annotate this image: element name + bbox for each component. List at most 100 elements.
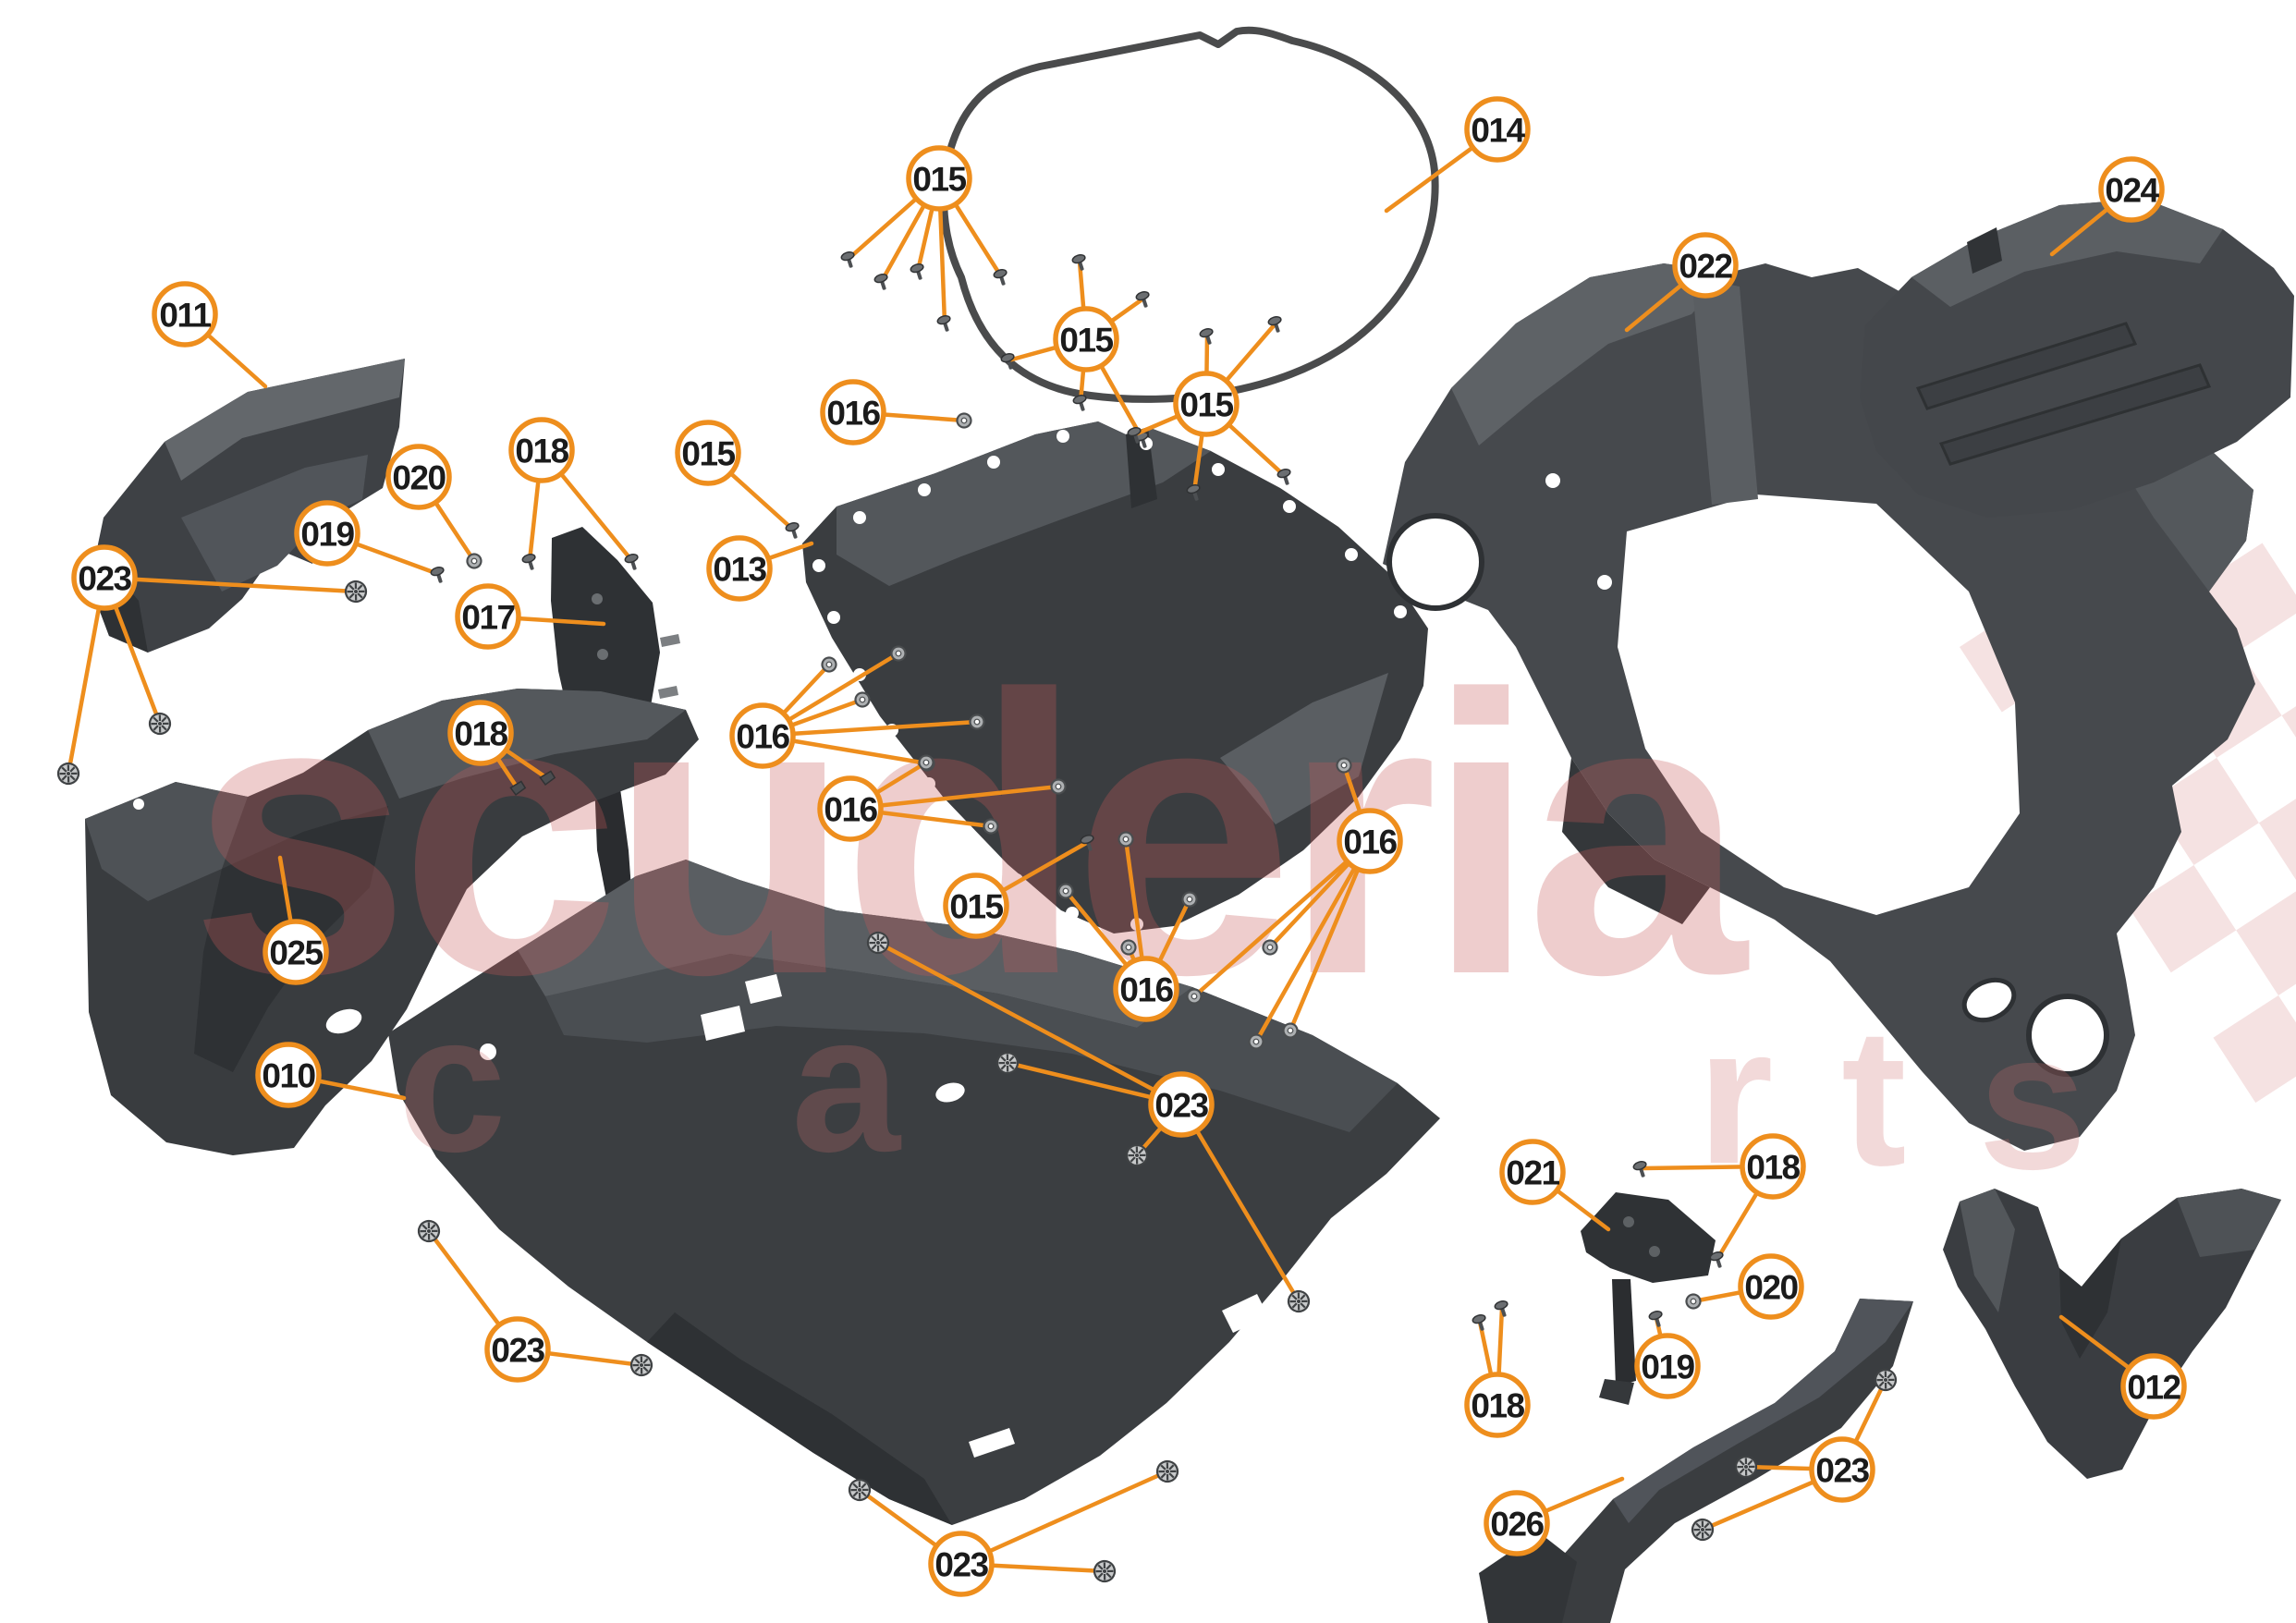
part-011 bbox=[90, 359, 405, 653]
part-021 bbox=[1581, 1192, 1716, 1405]
screw-icon bbox=[1000, 353, 1015, 370]
screw-icon bbox=[1199, 328, 1214, 345]
callout-022-balloon[interactable]: 022 bbox=[1672, 232, 1739, 299]
callout-label: 015 bbox=[949, 887, 1003, 925]
washer-icon bbox=[1117, 831, 1134, 848]
watermark-brand-text: scuderia bbox=[189, 614, 1749, 1057]
callout-018-balloon[interactable]: 018 bbox=[508, 417, 575, 483]
screw-icon bbox=[624, 554, 639, 570]
callout-label: 023 bbox=[1154, 1086, 1208, 1124]
callout-label: 023 bbox=[1815, 1451, 1869, 1489]
star-washer-icon bbox=[56, 762, 80, 786]
callout-013-balloon[interactable]: 013 bbox=[706, 535, 773, 602]
callout-015-balloon[interactable]: 015 bbox=[906, 145, 972, 212]
star-washer-icon bbox=[417, 1219, 441, 1243]
callout-010-balloon[interactable]: 010 bbox=[255, 1042, 322, 1108]
star-washer-icon bbox=[1155, 1459, 1179, 1483]
part-seal-014 bbox=[940, 26, 1439, 403]
washer-icon bbox=[969, 714, 985, 730]
screw-icon bbox=[785, 522, 800, 539]
callout-016-balloon[interactable]: 016 bbox=[1113, 956, 1179, 1022]
star-washer-icon bbox=[1287, 1289, 1311, 1313]
parts-layer bbox=[85, 26, 2294, 1623]
callout-label: 018 bbox=[1471, 1386, 1524, 1424]
callout-016-balloon[interactable]: 016 bbox=[820, 379, 886, 445]
washer-icon bbox=[1685, 1293, 1702, 1310]
part-024 bbox=[1860, 199, 2294, 518]
callout-label: 023 bbox=[491, 1331, 544, 1369]
star-washer-icon bbox=[148, 712, 172, 736]
screw-icon bbox=[1648, 1311, 1663, 1327]
callout-label: 018 bbox=[454, 714, 507, 752]
screw-icon bbox=[840, 251, 855, 268]
part-010 bbox=[388, 860, 1440, 1525]
callout-023-balloon[interactable]: 023 bbox=[928, 1531, 995, 1597]
star-washer-icon bbox=[1734, 1455, 1758, 1479]
callout-019-balloon[interactable]: 019 bbox=[294, 500, 360, 567]
callout-018-balloon[interactable]: 018 bbox=[1464, 1372, 1531, 1438]
callout-label: 010 bbox=[262, 1056, 315, 1094]
washer-icon bbox=[854, 691, 871, 708]
callout-023-balloon[interactable]: 023 bbox=[1809, 1436, 1875, 1503]
callout-label: 017 bbox=[461, 598, 514, 636]
part-026 bbox=[1479, 1299, 1913, 1623]
washer-icon bbox=[918, 754, 934, 771]
callout-020-balloon[interactable]: 020 bbox=[1738, 1253, 1804, 1320]
callout-014-balloon[interactable]: 014 bbox=[1464, 96, 1531, 163]
washer-icon bbox=[1057, 883, 1074, 899]
callout-019-balloon[interactable]: 019 bbox=[1634, 1333, 1701, 1399]
screw-icon bbox=[1267, 316, 1282, 333]
watermark-letter-a: a bbox=[791, 973, 902, 1192]
screw-icon bbox=[1127, 427, 1142, 444]
screw-icon bbox=[1276, 469, 1291, 485]
leader-line bbox=[1191, 838, 1373, 999]
clip-icon bbox=[539, 770, 556, 786]
leader-line bbox=[102, 575, 359, 594]
star-washer-icon bbox=[866, 931, 890, 955]
washer-icon bbox=[821, 656, 837, 673]
screw-icon bbox=[910, 263, 924, 280]
washer-icon bbox=[956, 412, 972, 429]
leader-line bbox=[760, 719, 980, 738]
callout-015-balloon[interactable]: 015 bbox=[1173, 371, 1240, 437]
callout-015-balloon[interactable]: 015 bbox=[675, 420, 741, 486]
watermark-letter-s: s bbox=[1978, 991, 2087, 1210]
callout-020-balloon[interactable]: 020 bbox=[385, 444, 452, 510]
callout-012-balloon[interactable]: 012 bbox=[2120, 1353, 2187, 1420]
washer-icon bbox=[1262, 939, 1278, 956]
leader-line bbox=[848, 784, 1061, 812]
screw-icon bbox=[1472, 1314, 1486, 1331]
callout-label: 019 bbox=[1641, 1348, 1694, 1385]
callout-label: 018 bbox=[1746, 1148, 1800, 1186]
callout-025-balloon[interactable]: 025 bbox=[263, 919, 329, 985]
callout-016-balloon[interactable]: 016 bbox=[729, 702, 796, 769]
star-washer-icon bbox=[995, 1051, 1020, 1075]
callout-label: 021 bbox=[1506, 1153, 1559, 1191]
callout-017-balloon[interactable]: 017 bbox=[455, 583, 521, 650]
callout-023-balloon[interactable]: 023 bbox=[71, 544, 138, 611]
callout-024-balloon[interactable]: 024 bbox=[2098, 156, 2165, 223]
callout-023-balloon[interactable]: 023 bbox=[484, 1316, 551, 1383]
leader-line bbox=[66, 575, 107, 776]
callout-016-balloon[interactable]: 016 bbox=[1337, 808, 1403, 874]
callout-026-balloon[interactable]: 026 bbox=[1484, 1490, 1550, 1556]
star-washer-icon bbox=[1691, 1518, 1715, 1542]
screw-icon bbox=[430, 567, 445, 583]
callout-018-balloon[interactable]: 018 bbox=[1740, 1133, 1806, 1200]
callout-015-balloon[interactable]: 015 bbox=[1053, 306, 1119, 372]
star-washer-icon bbox=[1093, 1559, 1117, 1583]
callout-011-balloon[interactable]: 011 bbox=[152, 281, 218, 348]
callout-023-balloon[interactable]: 023 bbox=[1148, 1071, 1215, 1138]
callout-015-balloon[interactable]: 015 bbox=[943, 873, 1009, 939]
callout-018-balloon[interactable]: 018 bbox=[447, 700, 514, 766]
screw-icon bbox=[1709, 1251, 1724, 1268]
callout-label: 016 bbox=[826, 394, 880, 432]
screw-icon bbox=[1072, 395, 1087, 411]
balloon-layer: 011 015 014 024 022 015 015 016 015 018 020 019 023 0… bbox=[71, 96, 2187, 1597]
callout-label: 016 bbox=[824, 790, 877, 828]
part-013 bbox=[802, 421, 1428, 934]
callout-016-balloon[interactable]: 016 bbox=[817, 775, 884, 842]
callout-021-balloon[interactable]: 021 bbox=[1499, 1139, 1566, 1205]
callout-label: 019 bbox=[300, 515, 354, 553]
